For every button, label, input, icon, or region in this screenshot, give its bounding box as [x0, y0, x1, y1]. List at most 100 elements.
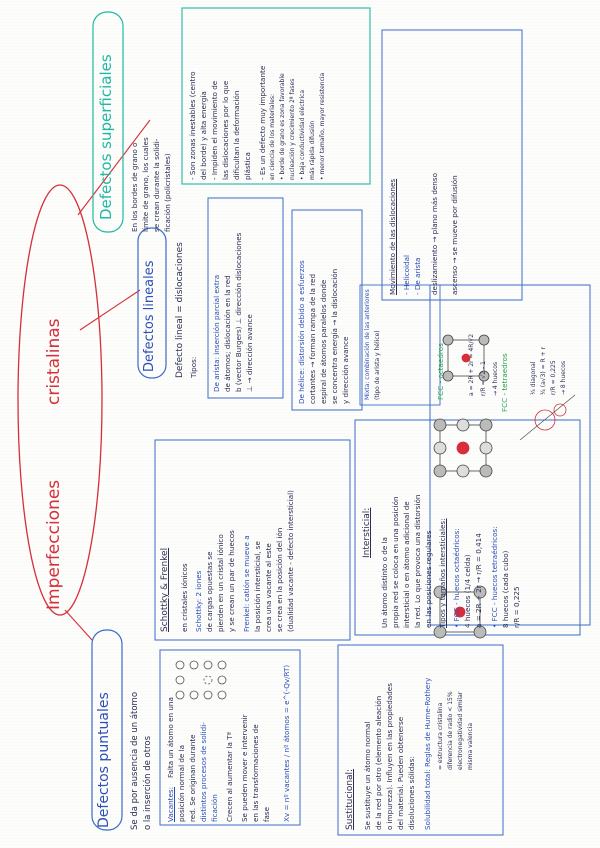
connector-lineales — [79, 289, 141, 331]
int-line: 8 huecos (cada cubo) — [501, 550, 510, 628]
sus-line: diferencia de radio < 15% — [447, 691, 454, 770]
punt-intro-line: Se da por ausencia de un átomo — [130, 691, 140, 830]
fcc-tetra-drawing — [433, 585, 487, 639]
sup-box-line: • baja conductividad eléctrica — [299, 89, 306, 180]
sus-line: del material. Pueden obtenerse — [396, 716, 405, 830]
sup-box-line: del borde) y alta energía — [199, 91, 208, 180]
int-line: Tipos y tamaños intersticiales: — [438, 518, 447, 628]
sch-title: Schottky & Frenkel — [160, 547, 170, 632]
arista-line: b (vector Burgers) ⊥ dirección dislocaci… — [234, 232, 243, 392]
sch-box-frame — [154, 439, 351, 641]
int-title: Intersticial: — [362, 507, 372, 558]
sup-intro-line: límite de grano, los cuales — [141, 137, 150, 232]
title-word-2: cristalinas — [44, 318, 64, 406]
sup-box-line: las dislocaciones por lo que — [221, 80, 230, 180]
sch-line: la posición intersticial, se — [253, 541, 262, 632]
vac-line: en las transformaciones de — [251, 724, 260, 822]
sus-line: Solubilidad total: Reglas de Hume-Rother… — [423, 677, 432, 830]
punt-header: Defectos puntuales — [96, 692, 112, 828]
lin-header: Defectos lineales — [142, 260, 157, 373]
mov-line: - Helicoidal — [402, 254, 411, 295]
fcc-oct-line: r/R = √2 - 1 — [480, 361, 487, 396]
punt-intro-line: o la inserción de otros — [143, 735, 153, 830]
arista-box-frame — [207, 197, 284, 399]
helice-box-frame — [291, 209, 363, 411]
mixta-box-frame — [359, 284, 441, 406]
connector-superficiales — [77, 119, 151, 216]
title-ellipse — [17, 184, 103, 616]
vac-line: distintos procesos de solidi- — [199, 722, 208, 822]
sch-line: de cargas opuestas se — [205, 551, 214, 632]
vac-title: Vacantes: — [166, 786, 175, 822]
mov-line: Movimiento de las dislocaciones — [388, 178, 397, 295]
int-line: r/R = 0,225 — [512, 586, 521, 628]
int-line: la red. Lo que provoca una distorsión — [413, 494, 422, 628]
punt-header-pill — [91, 629, 123, 831]
fcc-octa-drawing — [433, 418, 493, 478]
fcc-box-frame — [429, 284, 591, 626]
helice-line: se concentra energía → la dislocación — [330, 268, 339, 404]
sup-header-pill — [92, 11, 124, 233]
fcc-tet-title: FCC - tetraedros — [500, 353, 509, 412]
sup-intro-line: En los bordes de grano o — [130, 142, 139, 232]
sus-line: Se sustituye un átomo normal — [363, 721, 372, 830]
arista-line: ⊥ → dirección avance — [245, 314, 254, 392]
mixta-line: (tipo de arista y hélice) — [374, 330, 381, 400]
fcc-tet-line: ¼ diagonal — [530, 361, 537, 395]
helice-line: y dirección avance — [341, 336, 350, 404]
vacancy-lattice-drawing — [175, 660, 227, 700]
sus-line: o impureza). Influyen en las propiedades — [385, 683, 394, 830]
vac-line: posición normal de la — [177, 744, 186, 822]
sup-intro-line: ficación (policristales) — [163, 153, 172, 232]
sus-line: de la red por otro (elemento aleación — [374, 695, 383, 830]
helice-line: espiral de átomos paralelos donde — [319, 279, 328, 404]
lin-header-pill — [137, 227, 167, 379]
sch-line: en cristales iónicos — [180, 563, 189, 632]
sch-line: Schottky: 2 iones — [194, 570, 203, 632]
sus-line: electronegatividad similar — [457, 691, 464, 770]
sch-line: pierden en un cristal iónico — [216, 534, 225, 632]
mov-line: - De arista — [413, 257, 422, 295]
sch-line: (dualidad vacante - defecto intersticial… — [286, 490, 295, 632]
vac-line: Se pueden mover e intervenir — [240, 714, 249, 822]
int-line: propia red se coloca en una posición — [391, 496, 400, 628]
vac-formula: Xv = nº vacantes / nº átomos = e^(-Qv/RT… — [282, 664, 291, 822]
sus-line: misma valencia — [467, 722, 474, 770]
mov-box-frame — [381, 29, 523, 301]
sus-title: Sustitucional: — [345, 768, 355, 830]
int-line: • FCC - huecos octaédricos: — [452, 528, 461, 628]
sch-line: crea una vacante al este — [264, 543, 273, 632]
sch-line: Frenkel: catión se mueve a — [242, 535, 251, 632]
int-box-frame — [354, 419, 581, 636]
sup-header: Defectos superficiales — [97, 54, 115, 220]
int-line: 4 huecos (1/4 celda) — [463, 554, 472, 628]
fcc-tet-line: r/R = 0,225 — [550, 360, 557, 395]
vac-line: red. Se originan durante — [188, 734, 197, 822]
helice-line: De hélice: distorsión debido a esfuerzos — [297, 260, 306, 404]
fcc-oct-lower-drawing — [442, 334, 490, 382]
fcc-tet-line: ¼ (a√3) = R + r — [540, 346, 547, 395]
arista-line: de átomos; dislocación en la red — [223, 275, 232, 392]
mov-line: deslizamiento → plano más denso — [430, 172, 439, 295]
sup-box-line: - Impiden el movimiento de — [210, 80, 219, 180]
fcc-oct-line: a = 2R + 2r = 4R/√2 — [468, 333, 475, 396]
sus-line: disoluciones sólidas: — [407, 756, 416, 830]
mixta-line: Mixta: combinación de las anteriores — [364, 289, 371, 400]
sup-box-line: más rápida difusión — [309, 120, 316, 180]
sus-box-frame — [337, 644, 504, 836]
fcc-tet-line: → 8 huecos — [560, 360, 567, 395]
helice-line: cortantes → forman rampa de la red — [308, 273, 317, 404]
int-line: intersticial o en átomo adicional de — [402, 501, 411, 628]
vac-line: Crecen al aumentar la Tª — [225, 731, 234, 822]
sup-box-line: - Es un defecto muy importante — [258, 65, 267, 180]
sup-box-line: - Son zonas inestables (centro — [188, 71, 197, 180]
sup-intro-line: se crean durante la solidi- — [152, 138, 161, 232]
int-line: Un átomo distinto o de la — [380, 537, 389, 628]
sup-box-frame — [181, 7, 371, 185]
arista-line: De arista: inserción parcial extra — [212, 274, 221, 392]
fcc-oct-line: → 4 huecos — [492, 361, 499, 396]
sus-line: = estructura cristalina — [437, 702, 444, 770]
title-word-1: Imperfecciones — [44, 479, 64, 610]
